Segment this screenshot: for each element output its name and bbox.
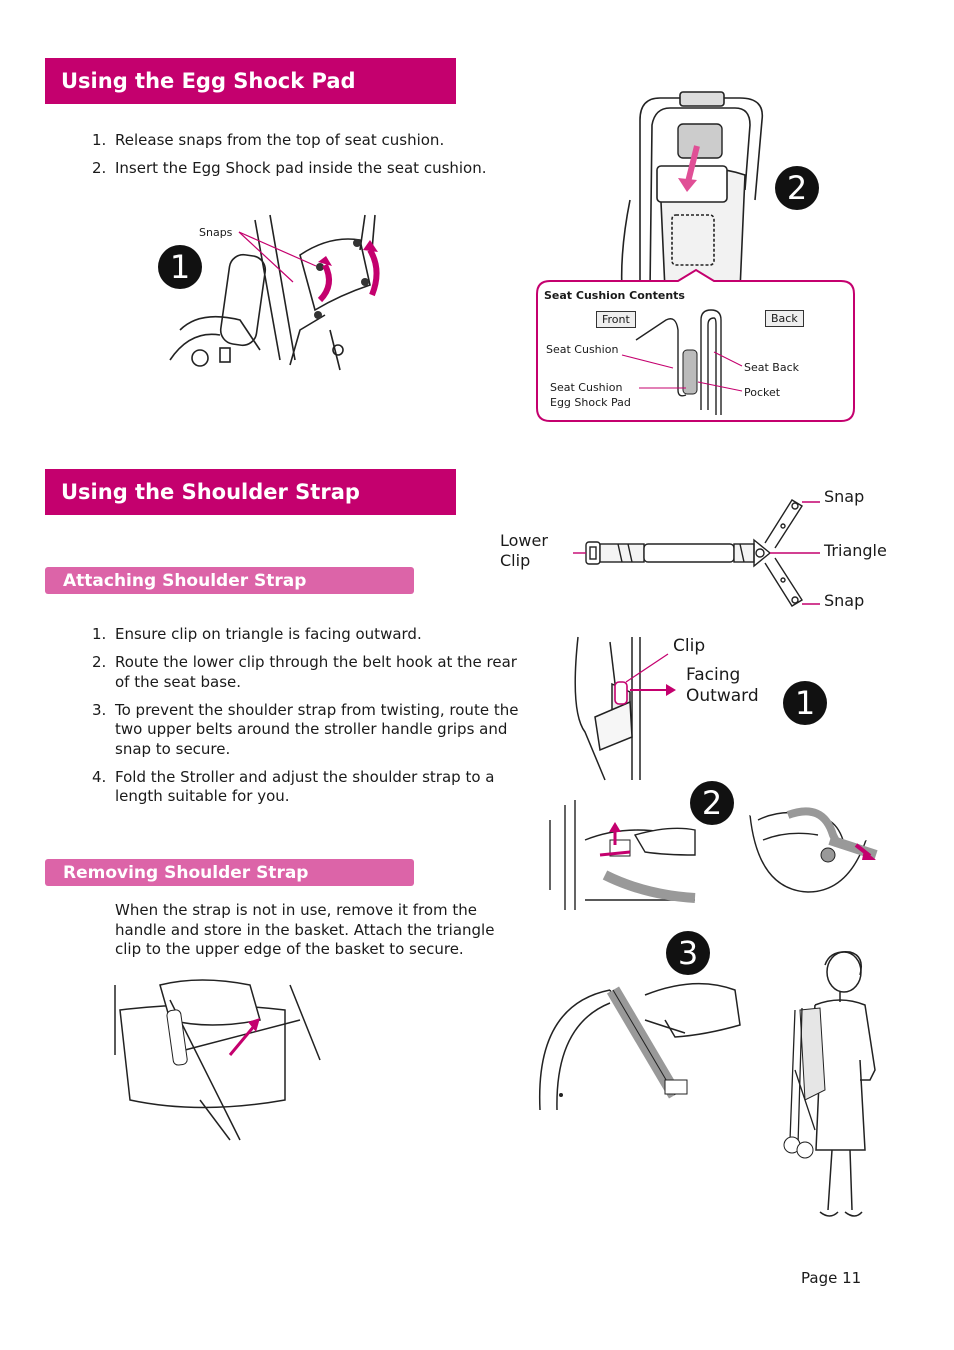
back-label: Back bbox=[765, 310, 804, 327]
attach-figure-3-number: 3 bbox=[666, 931, 710, 975]
removing-strap-heading: Removing Shoulder Strap bbox=[45, 859, 414, 886]
attach-figure-2-number: 2 bbox=[690, 781, 734, 825]
attaching-step-4: 4.Fold the Stroller and adjust the shoul… bbox=[92, 767, 495, 806]
egg-insert-illustration bbox=[620, 91, 764, 291]
lower-label: Lower bbox=[500, 531, 548, 550]
clip-label: Clip bbox=[673, 636, 706, 656]
shoulder-strap-heading: Using the Shoulder Strap bbox=[45, 469, 456, 515]
pocket-label: Pocket bbox=[744, 386, 781, 399]
facing-label: Facing bbox=[686, 665, 741, 685]
snap-top-label: Snap bbox=[824, 487, 865, 506]
outward-label: Outward bbox=[686, 686, 759, 706]
attaching-strap-heading: Attaching Shoulder Strap bbox=[45, 567, 414, 594]
egg-steps: 1.Release snaps from the top of seat cus… bbox=[92, 131, 522, 187]
front-label: Front bbox=[596, 311, 636, 328]
egg-snaps-illustration bbox=[169, 214, 380, 371]
belt-hook-illustration bbox=[549, 800, 696, 910]
egg-figure-1-number: 1 bbox=[158, 245, 202, 289]
clip-facing-outward-illustration bbox=[574, 636, 676, 781]
contents-title: Seat Cushion Contents bbox=[544, 289, 685, 302]
snap-bottom-label: Snap bbox=[824, 591, 865, 610]
seat-cushion-label: Seat Cushion bbox=[546, 343, 619, 356]
page-number: Page 11 bbox=[801, 1269, 862, 1287]
egg-shock-pad-label: Egg Shock Pad bbox=[550, 396, 631, 409]
shoulder-strap-diagram bbox=[573, 499, 820, 607]
egg-step-1: 1.Release snaps from the top of seat cus… bbox=[92, 131, 445, 149]
seat-cushion-label-2: Seat Cushion bbox=[550, 381, 623, 394]
egg-figure-2-number: 2 bbox=[775, 166, 819, 210]
attaching-steps: 1.Ensure clip on triangle is facing outw… bbox=[92, 625, 524, 815]
snaps-label: Snaps bbox=[199, 226, 233, 239]
attaching-step-1: 1.Ensure clip on triangle is facing outw… bbox=[92, 625, 422, 643]
seat-back-label: Seat Back bbox=[744, 361, 800, 374]
egg-step-2: 2.Insert the Egg Shock pad inside the se… bbox=[92, 159, 487, 177]
basket-illustration bbox=[114, 979, 321, 1141]
belt-hook-detail-illustration bbox=[749, 807, 878, 893]
person-carrying-stroller-illustration bbox=[783, 951, 876, 1217]
seat-cushion-contents-box bbox=[536, 268, 855, 422]
triangle-label: Triangle bbox=[824, 541, 887, 560]
attaching-step-3: 3.To prevent the shoulder strap from twi… bbox=[92, 700, 519, 758]
attach-figure-1-number: 1 bbox=[783, 681, 827, 725]
attaching-step-2: 2.Route the lower clip through the belt … bbox=[92, 653, 517, 691]
lower-clip-label: Clip bbox=[500, 551, 531, 570]
handle-grip-illustration bbox=[538, 982, 741, 1111]
egg-shock-pad-heading: Using the Egg Shock Pad bbox=[45, 58, 456, 104]
removing-text: When the strap is not in use, remove it … bbox=[115, 901, 495, 958]
